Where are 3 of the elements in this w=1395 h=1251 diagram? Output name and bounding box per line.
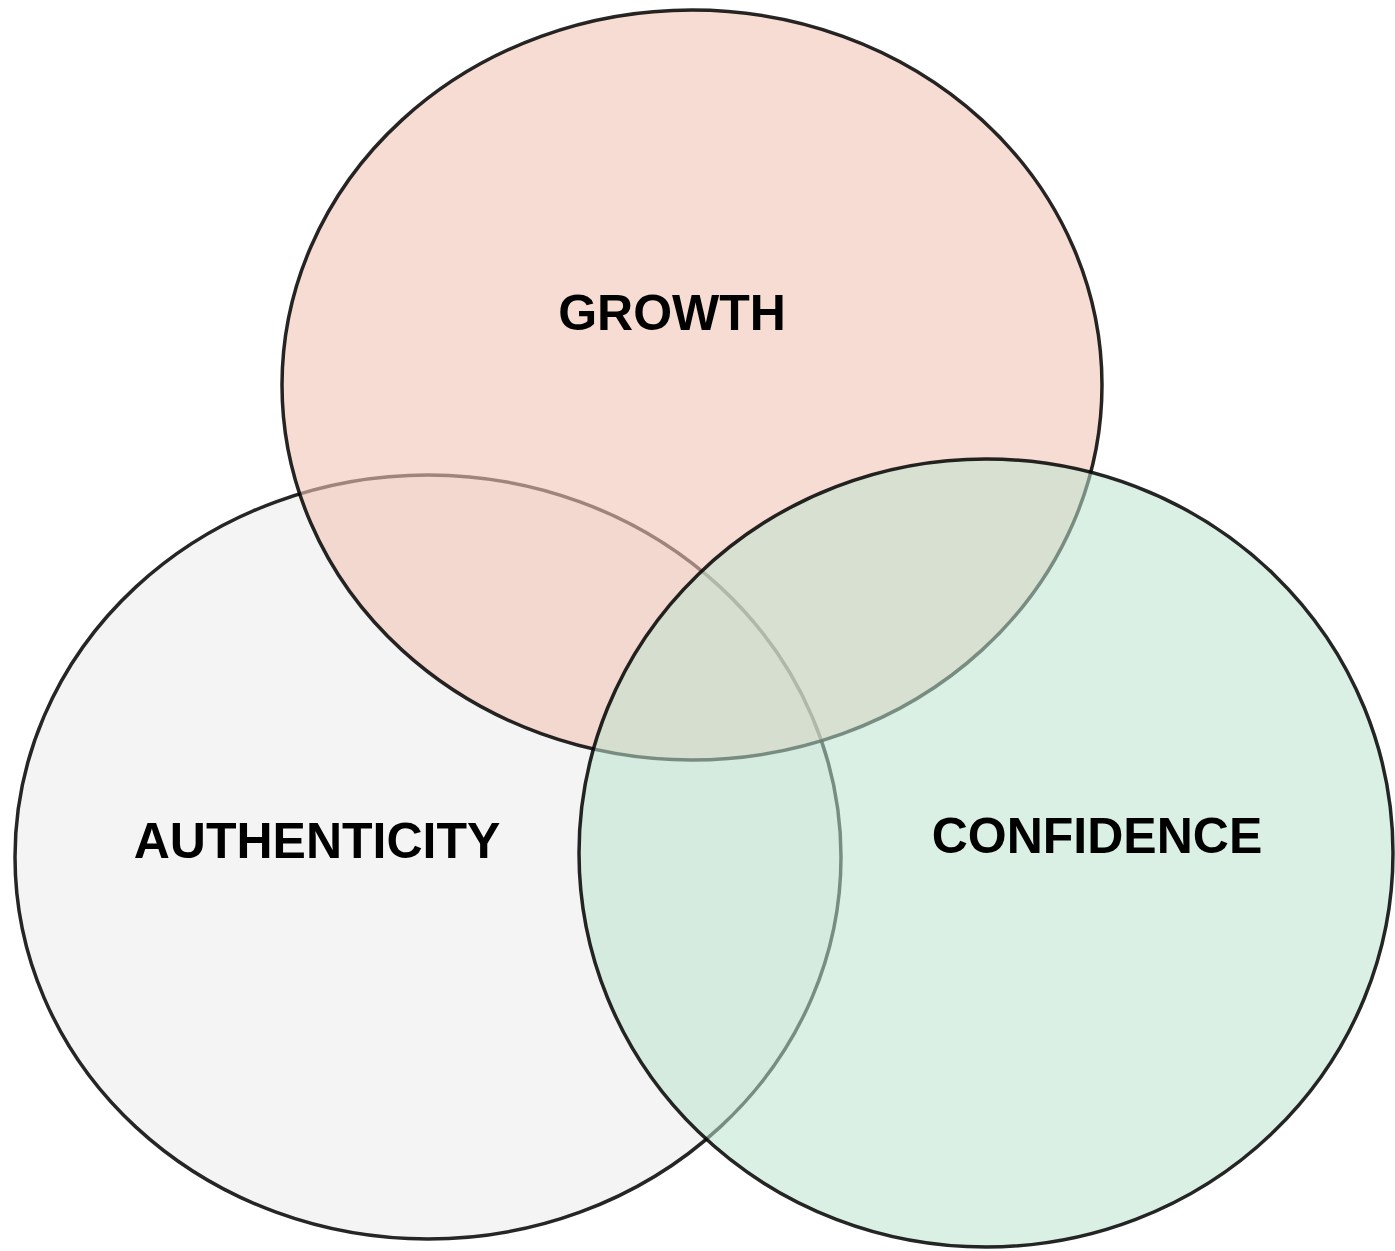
circle-label: AUTHENTICITY bbox=[133, 816, 501, 866]
circle-label: CONFIDENCE bbox=[931, 811, 1263, 861]
circle-label: GROWTH bbox=[558, 288, 786, 338]
